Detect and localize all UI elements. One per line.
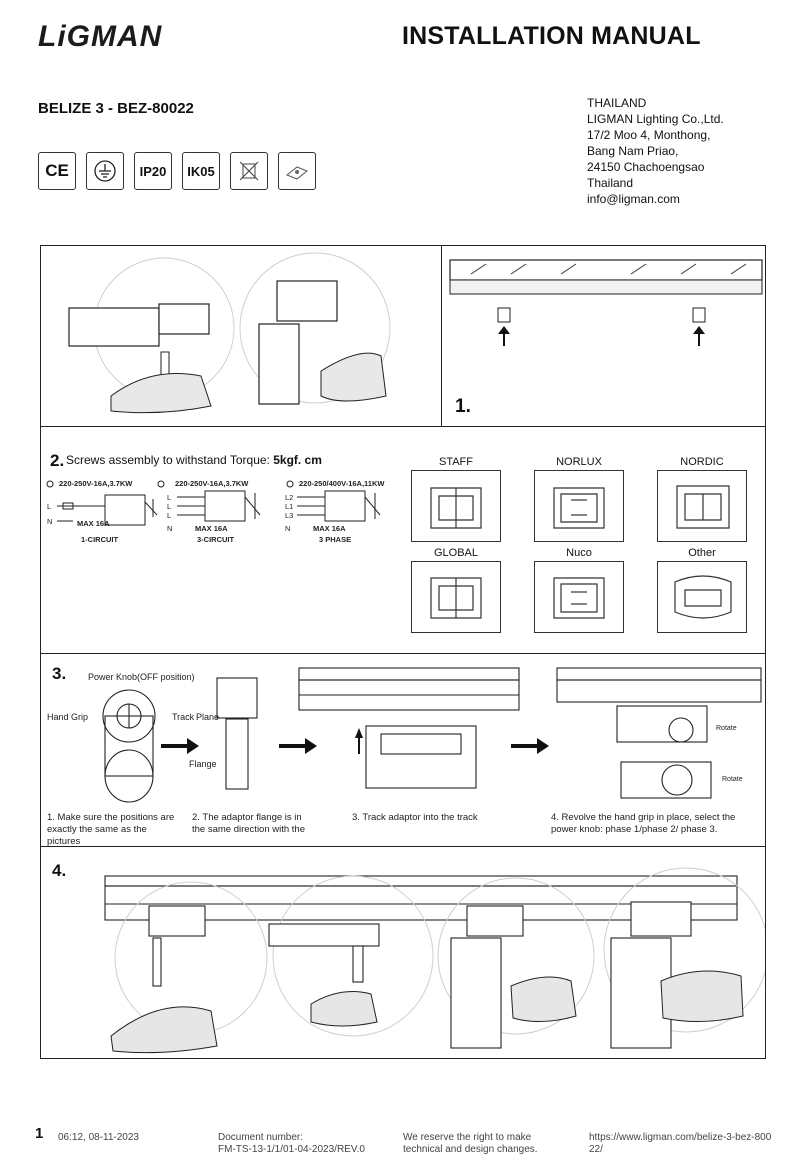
profile-label-norlux: NORLUX	[556, 456, 602, 468]
power-knob-label: Power Knob(OFF position)	[88, 672, 195, 682]
step4-illustration	[104, 867, 765, 1054]
step1-number: 1.	[455, 396, 471, 417]
company-address: THAILAND LIGMAN Lighting Co.,Ltd. 17/2 M…	[587, 95, 724, 207]
hand-grip-label: Hand Grip	[47, 712, 89, 722]
profile-label-nordic: NORDIC	[680, 456, 724, 468]
circuit-2-rating: 220-250V-16A,3.7KW	[175, 479, 249, 488]
profile-label-staff: STAFF	[438, 456, 473, 468]
step2-number: 2.	[50, 451, 65, 470]
step3-caption-4: 4. Revolve the hand grip in place, selec…	[551, 812, 736, 835]
address-line: 17/2 Moo 4, Monthong,	[587, 128, 711, 142]
address-line: Thailand	[587, 176, 634, 190]
section-divider	[41, 653, 765, 654]
weee-recycle-icon	[230, 152, 268, 190]
certification-badges: CE IP20 IK05	[38, 152, 316, 190]
ce-mark-text: CE	[45, 161, 69, 180]
circuit-3-rating: 220-250/400V-16A,11KW	[299, 479, 385, 488]
torque-prefix: Screws assembly to withstand Torque:	[66, 453, 274, 467]
section-divider	[41, 426, 765, 427]
address-line: Bang Nam Priao,	[587, 144, 679, 158]
circuit-2-line: L	[167, 502, 172, 511]
profile-nordic	[657, 470, 747, 542]
circuit-3-max: MAX 16A	[313, 524, 346, 533]
product-url-line: https://www.ligman.com/belize-3-bez-800	[589, 1132, 772, 1143]
section-divider-vertical	[441, 246, 442, 426]
print-date: 06:12, 08-11-2023	[58, 1132, 139, 1143]
step3-caption-2: 2. The adaptor flange is in the same dir…	[192, 812, 306, 835]
mounting-symbol-icon	[278, 152, 316, 190]
product-name: BELIZE 3 - BEZ-80022	[38, 100, 194, 117]
section-divider	[41, 846, 765, 847]
circuit-3-line: L2	[285, 493, 294, 502]
circuit-2-max: MAX 16A	[195, 524, 228, 533]
document-number: Document number: FM-TS-13-1/1/01-04-2023…	[218, 1132, 365, 1156]
address-line: 24150 Chachoengsao	[587, 160, 705, 174]
ip-rating-badge: IP20	[134, 152, 172, 190]
flange-label: Flange	[189, 759, 217, 769]
track-profile-drawings	[430, 485, 732, 619]
profile-other	[657, 561, 747, 633]
step3-caption-1: 1. Make sure the positions are exactly t…	[47, 812, 175, 847]
torque-value: 5kgf. cm	[273, 453, 322, 467]
circuit-1-max: MAX 16A	[77, 519, 110, 528]
circuit-2-neutral: N	[167, 524, 173, 533]
address-line: THAILAND	[587, 96, 647, 110]
instruction-frame	[40, 245, 766, 1059]
circuit-2-line: L	[167, 493, 172, 502]
circuit-3-line: L1	[285, 502, 294, 511]
page-number: 1	[35, 1125, 44, 1142]
step3-caption-3: 3. Track adaptor into the track	[352, 812, 478, 823]
document-title: INSTALLATION MANUAL	[402, 22, 701, 50]
torque-note: Screws assembly to withstand Torque: 5kg…	[66, 453, 322, 467]
circuit-1-line: L	[47, 502, 52, 511]
profile-norlux	[534, 470, 624, 542]
circuit-2-line: L	[167, 511, 172, 520]
rotate-label-bottom: Rotate	[722, 776, 743, 783]
profile-label-global: GLOBAL	[433, 547, 479, 559]
rotate-label-top: Rotate	[716, 725, 737, 732]
product-url[interactable]: https://www.ligman.com/belize-3-bez-800 …	[589, 1132, 771, 1156]
circuit-3-neutral: N	[285, 524, 291, 533]
profile-nuco	[534, 561, 624, 633]
address-email: info@ligman.com	[587, 192, 680, 206]
product-url-line: 22/	[589, 1144, 603, 1155]
profile-label-other: Other	[688, 547, 716, 559]
ce-mark-icon: CE	[38, 152, 76, 190]
circuit-3-line: L3	[285, 511, 294, 520]
step3-illustration	[102, 667, 762, 803]
brand-logo: LiGMAN	[38, 20, 163, 53]
document-number-label: Document number:	[218, 1132, 304, 1143]
address-line: LIGMAN Lighting Co.,Ltd.	[587, 112, 724, 126]
step1-illustration	[68, 252, 763, 414]
rights-notice: We reserve the right to make technical a…	[403, 1132, 538, 1156]
step3-number: 3.	[52, 664, 67, 683]
profile-label-nuco: Nuco	[566, 547, 592, 559]
profile-global	[411, 561, 501, 633]
circuit-3-label: 3 PHASE	[319, 535, 352, 544]
ik-rating-badge: IK05	[182, 152, 220, 190]
circuit-1-neutral: N	[47, 517, 53, 526]
circuit-1-label: 1-CIRCUIT	[81, 535, 119, 544]
ground-symbol-icon	[86, 152, 124, 190]
circuit-1-rating: 220-250V-16A,3.7KW	[59, 479, 133, 488]
circuit-wiring-drawing	[46, 480, 381, 526]
rights-line: technical and design changes.	[403, 1144, 538, 1155]
document-number-value: FM-TS-13-1/1/01-04-2023/REV.0	[218, 1144, 365, 1155]
circuit-2-label: 3-CIRCUIT	[197, 535, 235, 544]
profile-staff	[411, 470, 501, 542]
plane-label: Plane	[196, 712, 220, 722]
step4-number: 4.	[52, 861, 67, 880]
track-label: Track	[172, 712, 195, 722]
rights-line: We reserve the right to make	[403, 1132, 532, 1143]
circuit-diagrams: 220-250V-16A,3.7KW L N MAX 16A 1-CIRCUIT…	[45, 477, 400, 547]
